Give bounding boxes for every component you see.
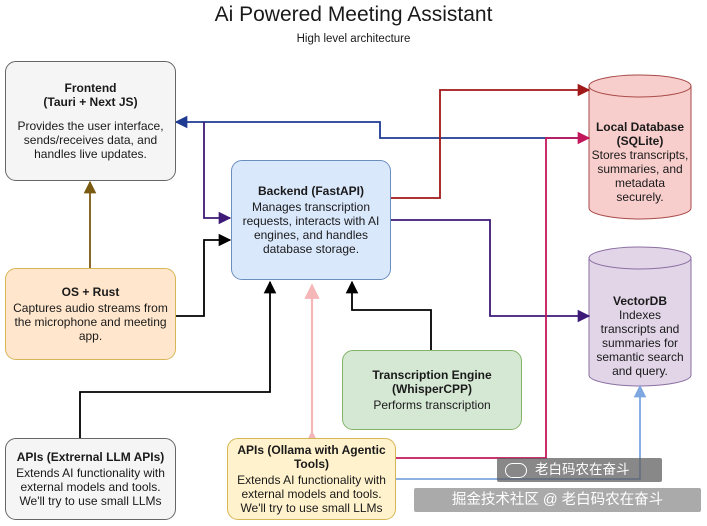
edge-ollama-to-localdb bbox=[396, 131, 591, 459]
edge-backend-to-frontend bbox=[174, 115, 588, 139]
local-database-label: Local Database (SQLite) Stores transcrip… bbox=[590, 120, 690, 204]
external-llm-apis-node: APIs (Extrernal LLM APIs) Extends AI fun… bbox=[5, 438, 176, 520]
watermark-account: 老白码农在奋斗 bbox=[497, 458, 662, 482]
transcription-engine-subtitle: (WhisperCPP) bbox=[391, 382, 472, 396]
external-llm-apis-description: Extends AI functionality with external m… bbox=[16, 466, 165, 508]
local-database-description: Stores transcripts, summaries, and metad… bbox=[591, 148, 689, 204]
frontend-subtitle: (Tauri + Next JS) bbox=[43, 95, 138, 109]
backend-description: Manages transcription requests, interact… bbox=[242, 200, 380, 256]
edge-backend-to-vectordb bbox=[391, 219, 591, 323]
os-rust-node: OS + Rust Captures audio streams from th… bbox=[5, 268, 176, 360]
os-rust-description: Captures audio streams from the micropho… bbox=[13, 301, 168, 343]
edge-transcription-to-backend bbox=[345, 280, 432, 350]
edge-os-to-backend bbox=[176, 233, 232, 317]
edge-backend-to-localdb bbox=[391, 83, 591, 199]
transcription-engine-title: Transcription Engine bbox=[372, 368, 492, 382]
frontend-description: Provides the user interface, sends/recei… bbox=[17, 119, 164, 161]
diagram-title: Ai Powered Meeting Assistant bbox=[214, 3, 493, 26]
local-database-cylinder bbox=[588, 74, 692, 220]
os-rust-title: OS + Rust bbox=[61, 285, 120, 299]
diagram-subtitle: High level architecture bbox=[296, 33, 411, 45]
backend-node: Backend (FastAPI) Manages transcription … bbox=[231, 160, 391, 280]
watermark-account-text: 老白码农在奋斗 bbox=[535, 462, 630, 477]
ollama-apis-title: APIs (Ollama with Agentic Tools) bbox=[237, 443, 386, 471]
backend-title: Backend (FastAPI) bbox=[257, 184, 365, 198]
ollama-apis-description: Extends AI functionality with external m… bbox=[237, 473, 386, 515]
vectordb-label: VectorDB Indexes transcripts and summari… bbox=[590, 294, 690, 378]
wechat-icon bbox=[505, 462, 527, 478]
external-llm-apis-title: APIs (Extrernal LLM APIs) bbox=[16, 450, 165, 464]
edge-external-apis-to-backend bbox=[79, 280, 277, 438]
ollama-apis-node: APIs (Ollama with Agentic Tools) Extends… bbox=[227, 438, 396, 520]
local-database-subtitle: (SQLite) bbox=[616, 134, 664, 148]
frontend-title: Frontend bbox=[64, 81, 117, 95]
frontend-node: Frontend (Tauri + Next JS) Provides the … bbox=[5, 61, 176, 181]
vectordb-title: VectorDB bbox=[612, 294, 668, 308]
local-database-title: Local Database bbox=[595, 120, 685, 134]
edge-frontend-to-backend bbox=[203, 122, 232, 225]
transcription-engine-node: Transcription Engine (WhisperCPP) Perfor… bbox=[342, 350, 522, 430]
watermark-community: 掘金技术社区 @ 老白码农在奋斗 bbox=[414, 488, 701, 512]
transcription-engine-description: Performs transcription bbox=[373, 398, 491, 412]
vectordb-description: Indexes transcripts and summaries for se… bbox=[596, 308, 684, 378]
